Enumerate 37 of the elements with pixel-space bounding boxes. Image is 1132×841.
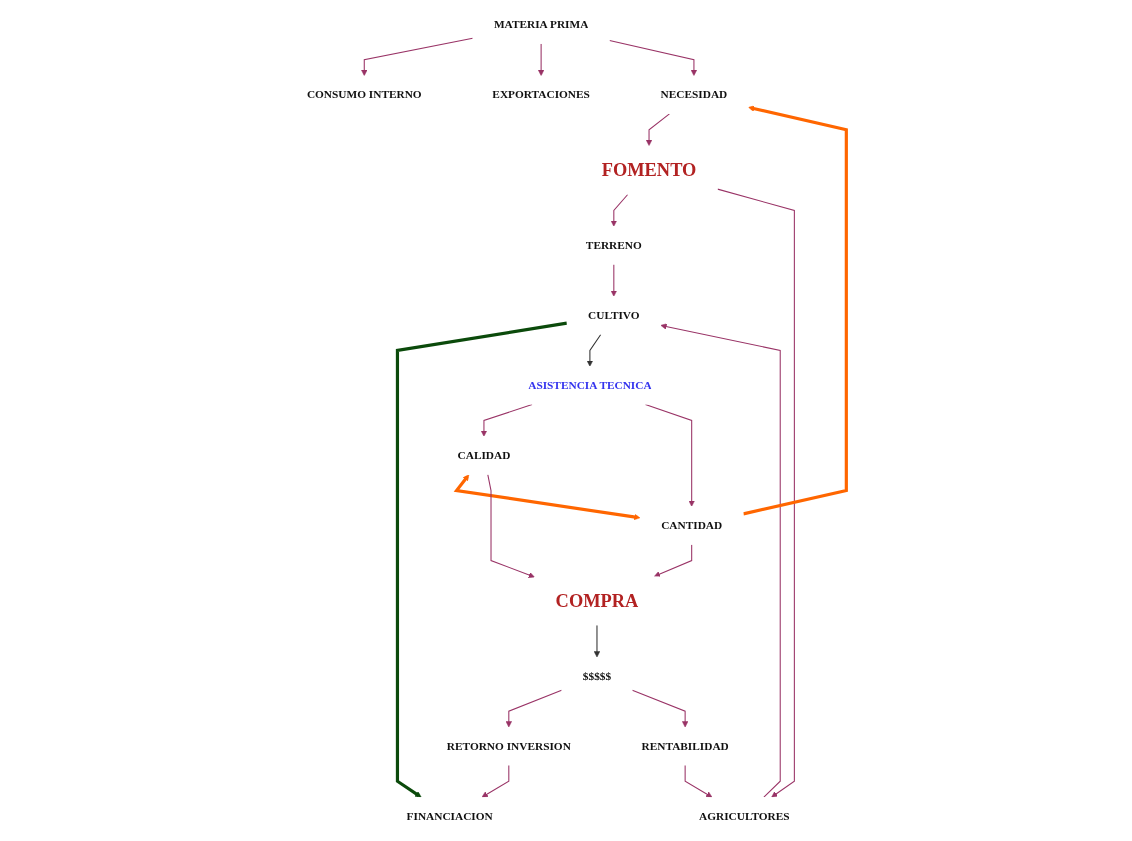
- arrow: [610, 264, 617, 297]
- arrow: [684, 764, 713, 798]
- arrow: [538, 43, 545, 76]
- arrow: [395, 321, 568, 798]
- arrow: [631, 689, 689, 728]
- arrow: [644, 404, 695, 507]
- arrow: [480, 404, 533, 437]
- node-text: ASISTENCIA TECNICA: [528, 379, 652, 392]
- arrow: [361, 37, 474, 76]
- arrow: [487, 474, 535, 578]
- node-text: NECESIDAD: [660, 88, 728, 101]
- arrow: [586, 334, 602, 367]
- node-text: CONSUMO INTERNO: [306, 88, 422, 101]
- arrow: [660, 323, 781, 798]
- node-text: COMPRA: [555, 590, 639, 612]
- arrow: [505, 689, 563, 728]
- arrow: [609, 39, 698, 76]
- node-text: $$$$$: [582, 669, 612, 682]
- node-text: CALIDAD: [457, 449, 511, 462]
- node-text: RENTABILIDAD: [641, 739, 729, 752]
- node-text: TERRENO: [585, 239, 642, 252]
- arrow: [481, 764, 510, 798]
- arrow: [645, 113, 670, 146]
- node-text: RETORNO INVERSION: [446, 739, 571, 752]
- node-text: AGRICULTORES: [698, 809, 790, 822]
- arrow: [593, 624, 601, 658]
- arrow: [610, 194, 629, 227]
- arrow: [743, 105, 848, 516]
- node-text: MATERIA PRIMA: [493, 18, 589, 31]
- node-text: CULTIVO: [588, 309, 640, 322]
- node-text: EXPORTACIONES: [492, 88, 590, 101]
- arrow: [654, 544, 693, 578]
- arrow: [717, 188, 795, 798]
- node-text: CANTIDAD: [661, 519, 723, 532]
- arrow: [453, 474, 641, 521]
- node-text: FOMENTO: [601, 159, 697, 181]
- node-text: FINANCIACION: [406, 809, 493, 822]
